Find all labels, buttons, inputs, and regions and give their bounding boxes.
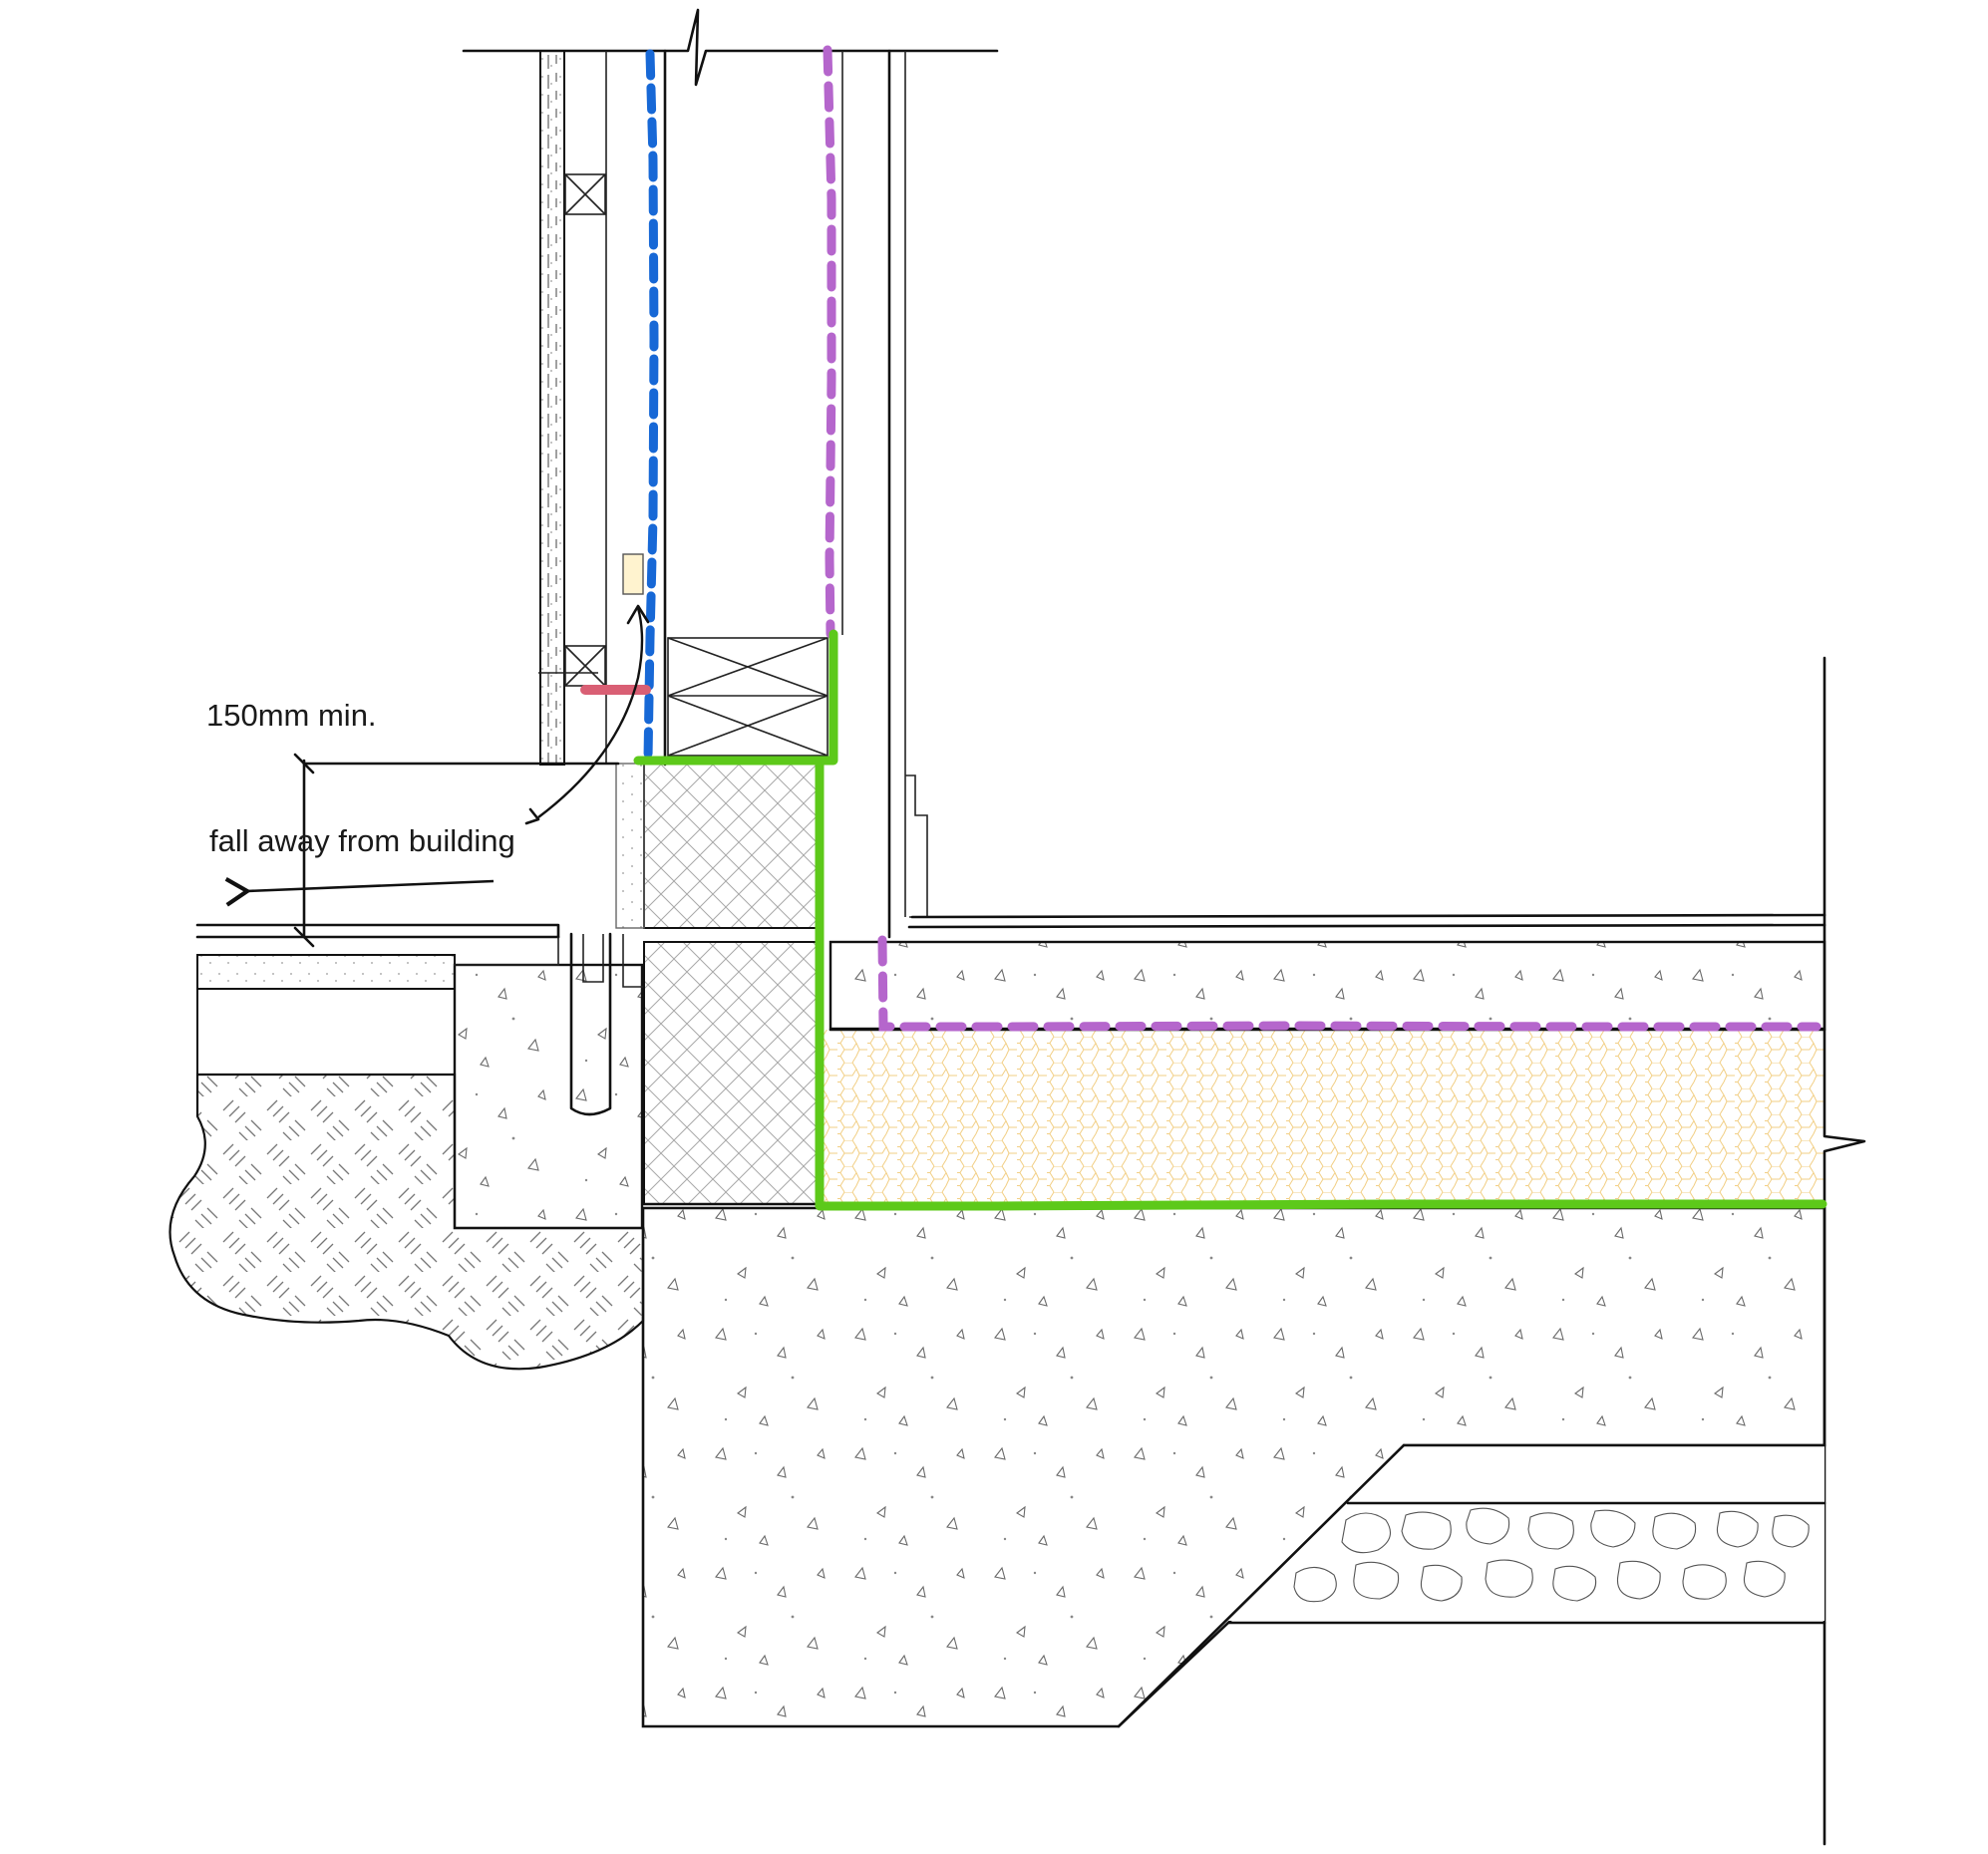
min-clearance-label: 150mm min. [206, 698, 377, 733]
hardcore-aggregate [1293, 1507, 1810, 1603]
insulation-continuity-line [633, 629, 1827, 1211]
fall-note-label: fall away from building [209, 823, 515, 858]
fall-note: fall away from building [209, 604, 650, 907]
vapour-control-line-floor [877, 935, 1822, 1032]
fall-direction-arrow [224, 877, 495, 907]
floor-slab-and-foundation [641, 656, 1866, 1846]
clearance-dimension: 150mm min. [206, 698, 620, 948]
air-barrier-line [643, 49, 659, 763]
vapour-control-line [823, 45, 836, 639]
leader-arrow [537, 607, 644, 818]
external-paving-and-ground [168, 763, 822, 1371]
